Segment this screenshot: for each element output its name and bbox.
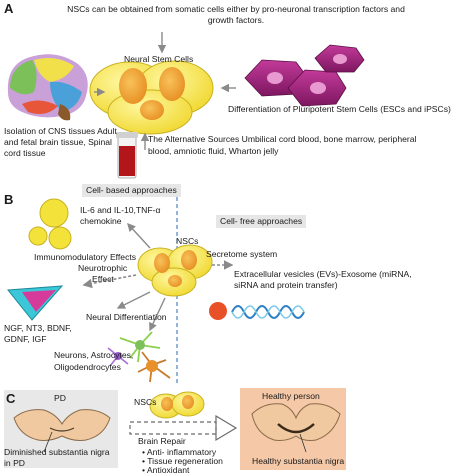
ev-text-line1: Extracellular vesicles (EVs)-Exosome (mi… (234, 269, 412, 279)
panel-letter-c: C (6, 391, 16, 406)
arrow-to-neurons (149, 297, 166, 332)
nscs-cluster-c (149, 391, 205, 419)
neurons-text-line1: Neurons, Astrocytes, (54, 350, 134, 360)
ngf-text-line1: NGF, NT3, BDNF, (4, 323, 72, 333)
diminished-sn-line2: in PD (4, 458, 26, 468)
arrow-to-immuno (127, 222, 151, 249)
ipsc-label: Differentiation of Pluripotent Stem Cell… (228, 104, 451, 114)
immunomodulatory-cells-icon (28, 198, 72, 250)
neurons-text-line2: Oligodendrocytes (54, 362, 121, 372)
ev-text-line2: siRNA and protein transfer) (234, 280, 338, 290)
nscs-cluster-b (137, 244, 213, 297)
neural-stem-cells-cluster (89, 60, 214, 135)
diminished-sn-line1: Diminished substantia nigra (4, 447, 110, 457)
arrow-to-neurotrophic (82, 274, 137, 289)
neurotrophic-factors-icon (7, 285, 64, 321)
bullet-anti-inflammatory: • Anti- inflammatory (142, 447, 217, 457)
secretome-label: Secretome system (206, 249, 278, 259)
cns-text-line1: Isolation of CNS tissues Adult (4, 126, 117, 136)
neural-stem-cells-label: Neural Stem Cells (124, 54, 194, 64)
pluripotent-cells-icon (244, 44, 365, 107)
rna-transfer-icon (209, 302, 305, 320)
top-description-line2: growth factors. (207, 15, 265, 25)
cns-text-line2: and fetal brain tissue, Spinal (4, 137, 112, 147)
healthy-person-label: Healthy person (262, 391, 320, 401)
cell-based-label: Cell- based approaches (82, 184, 181, 197)
repair-arrow (129, 414, 238, 442)
immunomodulatory-label: Immunomodulatory Effects (34, 252, 137, 262)
panel-letter-a: A (4, 1, 14, 16)
nscs-label-c: NSCs (134, 397, 157, 407)
brain-repair-label: Brain Repair (138, 436, 186, 446)
alt-sources-line2: blood, amniotic fluid, Wharton jelly (148, 146, 279, 156)
neurons-icon (107, 331, 171, 383)
arrow-to-neural-diff (116, 291, 151, 309)
neurotrophic-line1: Neurotrophic (78, 263, 128, 273)
ngf-text-line2: GDNF, IGF (4, 334, 47, 344)
pd-label: PD (54, 393, 66, 403)
panel-letter-b: B (4, 192, 14, 207)
neural-differentiation-label: Neural Differentiation (86, 312, 167, 322)
cell-free-label: Cell- free approaches (216, 215, 307, 228)
cns-text-line3: cord tissue (4, 148, 46, 158)
il-text-line2: chemokine (80, 216, 122, 226)
healthy-sn-label: Healthy substantia nigra (252, 456, 345, 466)
neurotrophic-line2: Effect (92, 274, 114, 284)
alt-sources-line1: The Alternative Sources Umbilical cord b… (148, 134, 417, 144)
nscs-label-b: NSCs (176, 236, 199, 246)
brain-icon (7, 54, 88, 121)
bullet-antioxidant: • Antioxidant (142, 465, 190, 475)
pd-brain-slice-icon (13, 409, 111, 453)
blood-tube-icon (116, 132, 138, 179)
il-text-line1: IL-6 and IL-10,TNF-α (80, 205, 161, 215)
healthy-brain-slice-icon (251, 403, 341, 453)
top-description-line1: NSCs can be obtained from somatic cells … (67, 4, 405, 14)
bullet-tissue-regeneration: • Tissue regeneration (142, 456, 223, 466)
